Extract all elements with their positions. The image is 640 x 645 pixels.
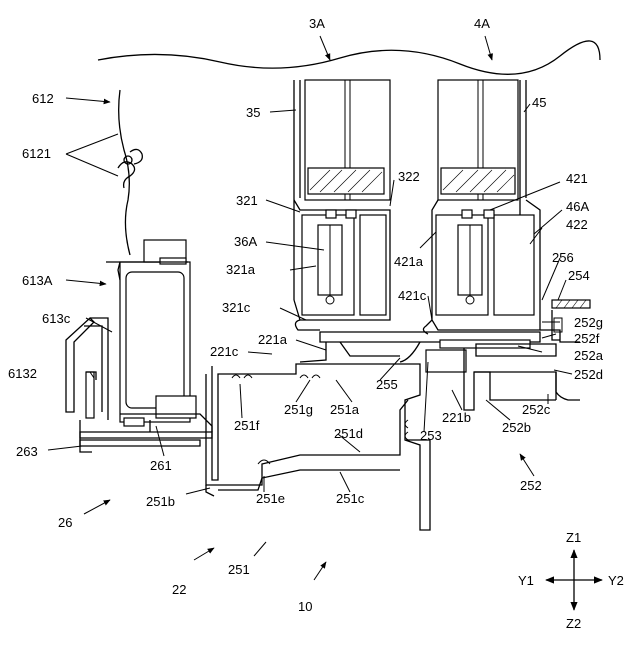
label-10: 10 — [298, 599, 312, 614]
label-221c: 221c — [210, 344, 239, 359]
label-321a: 321a — [226, 262, 256, 277]
axis-indicator — [546, 550, 602, 610]
label-421c: 421c — [398, 288, 427, 303]
label-221b: 221b — [442, 410, 471, 425]
label-26: 26 — [58, 515, 72, 530]
label-22: 22 — [172, 582, 186, 597]
label-y1: Y1 — [518, 573, 534, 588]
label-252: 252 — [520, 478, 542, 493]
label-251e: 251e — [256, 491, 285, 506]
label-221a: 221a — [258, 332, 288, 347]
label-613A: 613A — [22, 273, 53, 288]
label-251b: 251b — [146, 494, 175, 509]
label-251c: 251c — [336, 491, 365, 506]
label-421a: 421a — [394, 254, 424, 269]
label-255: 255 — [376, 377, 398, 392]
label-254: 254 — [568, 268, 590, 283]
label-252f: 252f — [574, 331, 600, 346]
label-422: 422 — [566, 217, 588, 232]
frame-421 — [423, 200, 540, 334]
label-253: 253 — [420, 428, 442, 443]
curtain-612 — [119, 90, 130, 255]
label-251a: 251a — [330, 402, 360, 417]
frame-321 — [294, 200, 390, 330]
label-256: 256 — [552, 250, 574, 265]
label-261: 261 — [150, 458, 172, 473]
label-612: 612 — [32, 91, 54, 106]
label-z1: Z1 — [566, 530, 581, 545]
label-252a: 252a — [574, 348, 604, 363]
label-36A: 36A — [234, 234, 257, 249]
label-613c: 613c — [42, 311, 71, 326]
label-251d: 251d — [334, 426, 363, 441]
bracket-6132 — [66, 318, 96, 418]
label-45: 45 — [532, 95, 546, 110]
label-252d: 252d — [574, 367, 603, 382]
label-321: 321 — [236, 193, 258, 208]
label-4A: 4A — [474, 16, 490, 31]
housing-613A — [84, 240, 196, 422]
label-252c: 252c — [522, 402, 551, 417]
label-35: 35 — [246, 105, 260, 120]
label-252g: 252g — [574, 315, 603, 330]
label-46A: 46A — [566, 199, 589, 214]
label-3A: 3A — [309, 16, 325, 31]
label-6132: 6132 — [8, 366, 37, 381]
label-251f: 251f — [234, 418, 260, 433]
curtain-hooks-6121 — [118, 149, 142, 188]
label-y2: Y2 — [608, 573, 624, 588]
label-251g: 251g — [284, 402, 313, 417]
label-251: 251 — [228, 562, 250, 577]
label-322: 322 — [398, 169, 420, 184]
label-263: 263 — [16, 444, 38, 459]
break-line — [98, 41, 600, 74]
label-z2: Z2 — [566, 616, 581, 631]
label-321c: 321c — [222, 300, 251, 315]
label-6121: 6121 — [22, 146, 51, 161]
label-252b: 252b — [502, 420, 531, 435]
label-421: 421 — [566, 171, 588, 186]
